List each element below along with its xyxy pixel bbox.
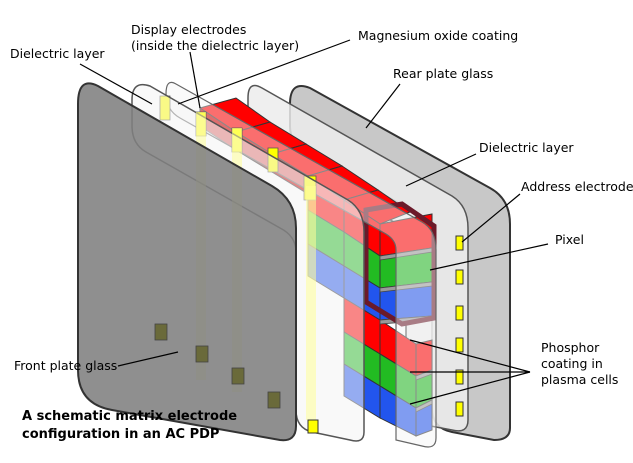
diagram-caption: A schematic matrix electrode configurati… [22,408,237,444]
front-plate-glass [77,82,297,442]
address-electrode-6 [455,401,464,417]
label-address-electrode: Address electrode [521,179,633,194]
label-phosphor-line1: Phosphor [541,340,600,355]
label-front-plate-glass: Front plate glass [14,358,117,373]
leader-dielectric-rear [405,153,477,187]
leader-lines [79,39,549,405]
label-rear-plate-glass: Rear plate glass [393,66,493,81]
leader-mgo [177,39,351,105]
leader-display-electrodes [189,51,201,109]
address-electrode-5 [455,369,464,385]
label-pixel: Pixel [555,232,584,247]
address-electrode-4 [455,337,464,353]
address-electrode-1 [455,235,464,251]
labels: Dielectric layer Display electrodes (ins… [10,22,633,387]
address-electrode-2 [455,269,464,285]
leader-dielectric-front [79,63,153,105]
leader-phosphor-1 [409,339,531,373]
front-glass-electrode-shadows [154,323,281,409]
label-display-electrodes-line1: Display electrodes [131,22,246,37]
leader-address-electrode [461,193,521,243]
pixel-outline [363,201,437,327]
label-magnesium-oxide-coating: Magnesium oxide coating [358,28,518,43]
display-electrode-tabs-bottom [307,419,319,434]
caption-line-1: A schematic matrix electrode [22,409,238,424]
label-dielectric-layer-front: Dielectric layer [10,46,105,61]
leader-front-glass [117,351,179,367]
label-display-electrodes-line2: (inside the dielectric layer) [131,38,299,53]
address-electrode-tabs [455,235,464,417]
label-dielectric-layer-rear: Dielectric layer [479,140,574,155]
address-electrode-3 [455,305,464,321]
leader-rear-glass [365,83,401,129]
caption-line-2: configuration in an AC PDP [22,427,220,442]
label-phosphor-line3: plasma cells [541,372,618,387]
leader-pixel [429,243,549,271]
leader-phosphor-3 [409,371,531,405]
label-phosphor-line2: coating in [541,356,603,371]
